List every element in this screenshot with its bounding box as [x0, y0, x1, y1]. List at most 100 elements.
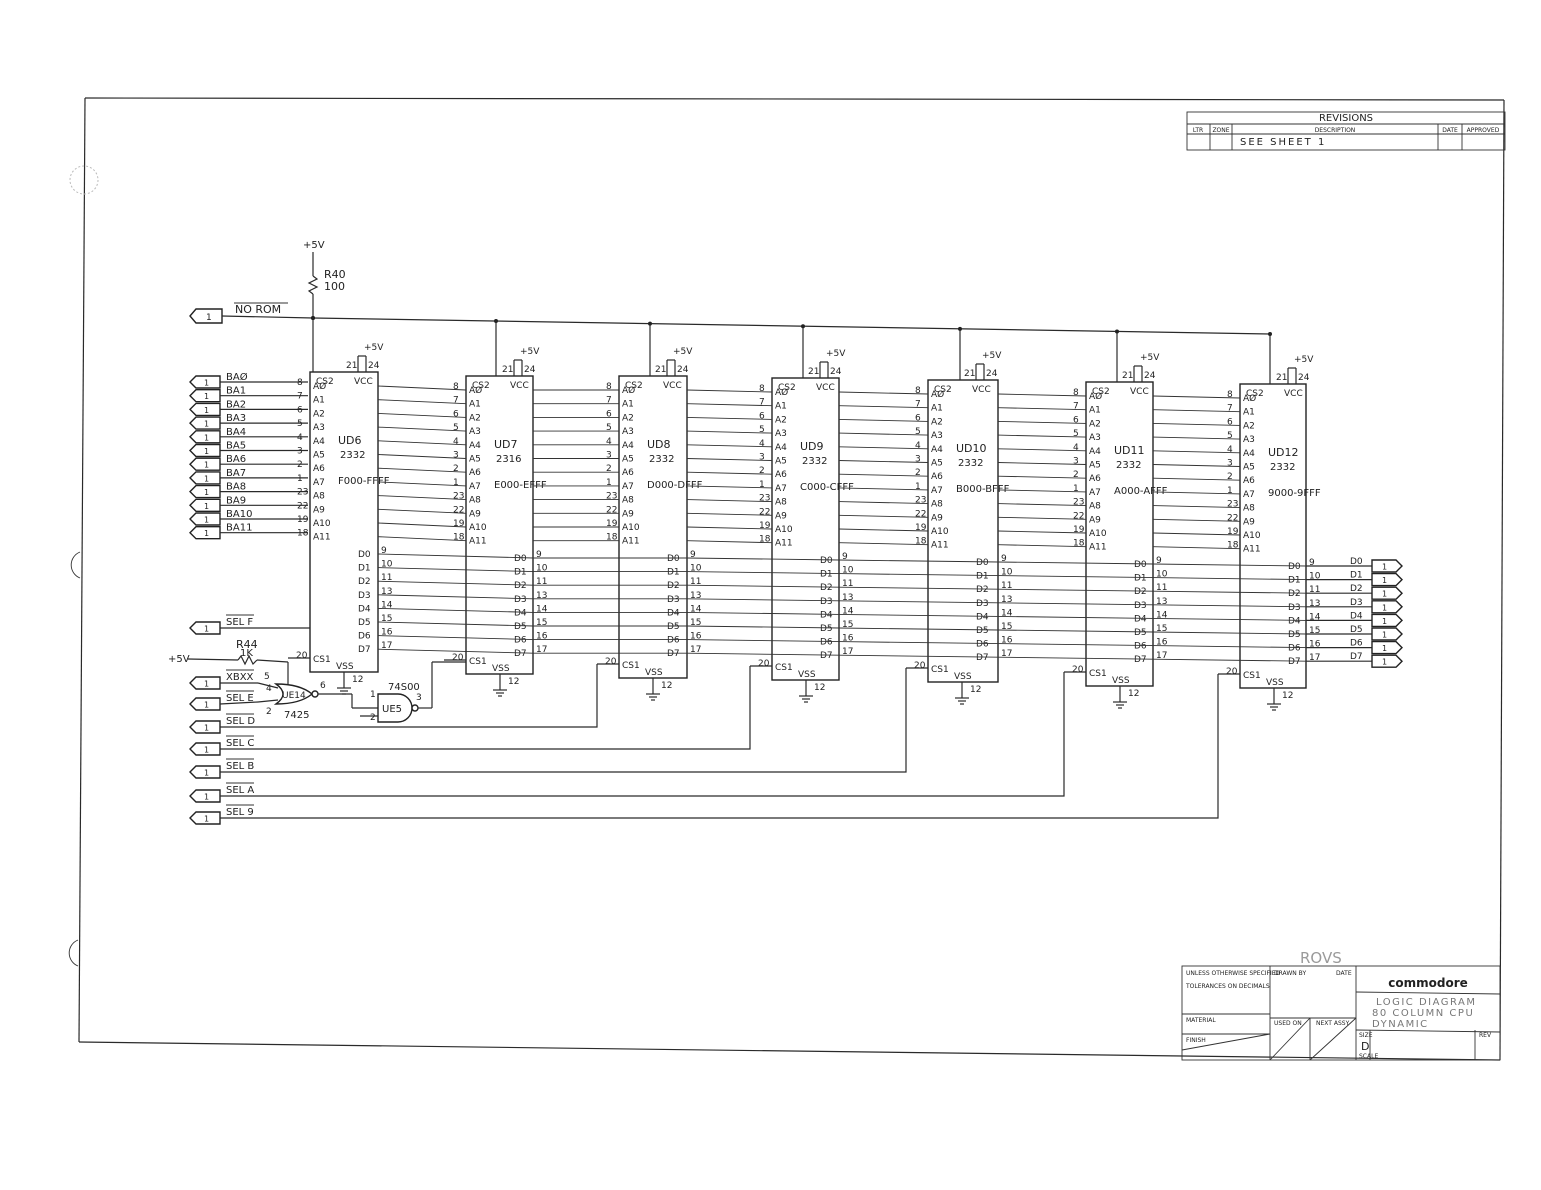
connector-data-6-pin: 1 [1382, 644, 1387, 653]
connector-ba-9: 1 [189, 498, 221, 512]
UD12-ref: UD12 [1268, 446, 1299, 459]
UD7-addr-pin-10: 19 [453, 519, 465, 529]
UD12-data-5: D5 [1288, 630, 1301, 640]
connector-sel-1-pin: 1 [204, 680, 209, 689]
UD7-ref: UD7 [494, 438, 518, 451]
UD7-vcc-label: +5V [520, 347, 540, 357]
UD11-cs1: CS1 [1089, 669, 1107, 679]
UD8-vss: VSS [645, 668, 663, 678]
UD10-data-pin-6: 16 [1001, 636, 1013, 646]
UD11-data-0: D0 [1134, 560, 1147, 570]
UD9-vss: VSS [798, 670, 816, 680]
UD11-addr-pin-2: 6 [1073, 415, 1079, 425]
UD7-data-pin-5: 15 [536, 618, 547, 628]
UD8-addr-pin-8: 23 [606, 492, 617, 502]
UD11-data-pin-7: 17 [1156, 651, 1167, 661]
ue5-part: 74S00 [388, 682, 420, 693]
net-label-data-3: D3 [1350, 598, 1363, 608]
UD8-ref: UD8 [647, 438, 671, 451]
net-label-ba-7: BA7 [226, 468, 246, 479]
connector-sel-6: 1 [189, 789, 221, 803]
connector-ba-4-pin: 1 [204, 433, 209, 442]
UD11-addr-pin-10: 19 [1073, 525, 1085, 535]
UD6-data-3: D3 [358, 591, 371, 601]
UD9-addr-10: A10 [775, 525, 793, 535]
UD8-data-4: D4 [667, 608, 680, 618]
UD8-addr-pin-1: 7 [606, 396, 612, 406]
ue14-name: UE14 [282, 691, 306, 701]
UD7-addr-11: A11 [469, 537, 487, 547]
UD10-data-pin-1: 10 [1001, 568, 1013, 578]
UD9-addr-7: A7 [775, 484, 787, 494]
connector-sel-3-pin: 1 [204, 724, 209, 733]
UD6-data-1: D1 [358, 564, 371, 574]
UD12-addr-pin-6: 2 [1227, 472, 1233, 482]
UD12-addr-pin-7: 1 [1227, 486, 1233, 496]
UD6-addr-5: A5 [313, 451, 325, 461]
UD12-data-pin-4: 14 [1309, 612, 1321, 622]
tb-drawn-by: DRAWN BY [1274, 970, 1306, 977]
connector-ba-2-pin: 1 [204, 406, 209, 415]
net-label-ba-5: BA5 [226, 441, 246, 452]
connector-data-4: 1 [1371, 613, 1403, 628]
UD12-data-2: D2 [1288, 589, 1301, 599]
UD6-addr-4: A4 [313, 437, 325, 447]
connector-sel-1: 1 [189, 676, 221, 690]
UD10-data-1: D1 [976, 572, 989, 582]
connector-ba-1-pin: 1 [204, 392, 209, 401]
UD10-addr-4: A4 [931, 445, 943, 455]
UD8-data-6: D6 [667, 636, 680, 646]
UD10-addr-2: A2 [931, 417, 943, 427]
net-label-data-5: D5 [1350, 625, 1363, 635]
connector-data-2: 1 [1371, 586, 1403, 600]
tb-line-1: LOGIC DIAGRAM [1376, 997, 1477, 1008]
UD9-addr-2: A2 [775, 415, 787, 425]
UD8-addr-pin-9: 22 [606, 505, 617, 515]
ue14-pin-6: 6 [320, 681, 326, 691]
connector-ba-3: 1 [189, 416, 221, 430]
UD6-data-pin-1: 10 [381, 560, 393, 570]
UD6-vss: VSS [336, 662, 354, 672]
ue5-pin-2: 2 [370, 713, 376, 723]
UD10-pin21: 21 [964, 369, 975, 379]
connector-ba-0-pin: 1 [204, 379, 209, 388]
UD6-data-4: D4 [358, 604, 371, 614]
connector-sel-4: 1 [189, 742, 221, 756]
UD12-part: 2332 [1270, 462, 1295, 473]
net-label-sel-2: SEL E [226, 693, 254, 704]
UD7-addr-pin-11: 18 [453, 533, 465, 543]
UD7-vcc: VCC [510, 381, 529, 391]
UD9-addr-pin-8: 23 [759, 494, 770, 504]
UD12-data-3: D3 [1288, 603, 1301, 613]
connector-ba-4: 1 [189, 430, 221, 444]
UD6-data-pin-7: 17 [381, 641, 392, 651]
UD6-addr-pin-0: 8 [297, 378, 303, 388]
UD8-addr-0: AØ [622, 385, 635, 396]
ue14-pin-5: 5 [264, 672, 270, 682]
UD6-cs1: CS1 [313, 655, 331, 665]
UD6-data-pin-2: 11 [381, 573, 392, 583]
connector-ba-1: 1 [189, 389, 221, 403]
UD12-pin20: 20 [1226, 667, 1238, 677]
UD6-addr-pin-9: 22 [297, 501, 308, 511]
UD8-data-2: D2 [667, 581, 680, 591]
tb-line-2: 80 COLUMN CPU [1372, 1008, 1474, 1019]
UD6-addr-0: AØ [313, 381, 326, 392]
UD12-data-1: D1 [1288, 576, 1301, 586]
connector-ba-10-pin: 1 [204, 516, 209, 525]
r40-supply-label: +5V [303, 240, 325, 251]
UD9-addr-pin-0: 8 [759, 384, 765, 394]
connector-data-1-pin: 1 [1382, 576, 1387, 585]
UD10-addr-pin-4: 4 [915, 441, 921, 451]
UD10-addr-6: A6 [931, 472, 943, 482]
revisions-col-description: DESCRIPTION [1315, 127, 1356, 134]
UD11-addr-2: A2 [1089, 419, 1101, 429]
UD7-addr-pin-4: 4 [453, 437, 459, 447]
UD10-addr-10: A10 [931, 527, 949, 537]
UD12-vcc: VCC [1284, 389, 1303, 399]
UD10-data-4: D4 [976, 612, 989, 622]
net-label-data-7: D7 [1350, 652, 1363, 662]
